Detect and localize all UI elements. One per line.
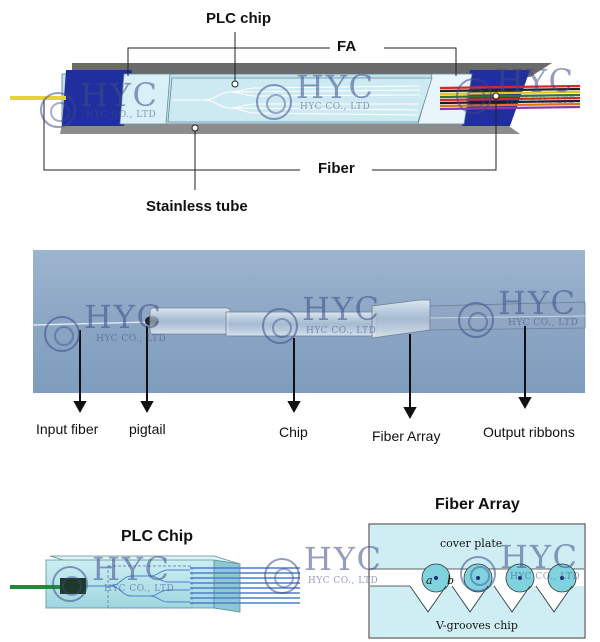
chip-label: Chip [279, 424, 308, 440]
hyc-wordmark: HYC [80, 76, 159, 114]
hyc-company: HYC CO., LTD [96, 334, 167, 344]
fiber-label: Fiber [318, 160, 355, 177]
hyc-company: HYC CO., LTD [306, 326, 377, 336]
hyc-logo-icon [456, 78, 492, 114]
v-grooves-chip-label: V-grooves chip [436, 619, 518, 632]
stainless-plate [60, 124, 520, 134]
output-ribbons-label: Output ribbons [483, 424, 575, 440]
pigtail-label: pigtail [129, 421, 166, 437]
hyc-wordmark: HYC [92, 550, 171, 588]
hyc-logo-icon [262, 308, 298, 344]
hyc-company: HYC CO., LTD [86, 110, 157, 120]
hyc-wordmark: HYC [500, 538, 579, 576]
hyc-logo-icon [264, 558, 300, 594]
plc-chip-label: PLC chip [206, 10, 272, 27]
label-a: a [426, 574, 433, 587]
cover-plate-label: cover plate [440, 537, 503, 550]
hyc-logo-icon [256, 84, 292, 120]
plc-chip-3d [10, 555, 300, 613]
hyc-wordmark: HYC [296, 68, 375, 106]
top-plate-back [72, 63, 552, 77]
fiber-array-label: Fiber Array [372, 428, 441, 444]
hyc-company: HYC CO., LTD [300, 102, 371, 112]
plc-chip-title: PLC Chip [121, 528, 193, 545]
hyc-logo-icon [458, 302, 494, 338]
plc-chip-top [167, 77, 433, 123]
hyc-company: HYC CO., LTD [508, 318, 579, 328]
stainless-tube-label: Stainless tube [146, 198, 248, 215]
hyc-wordmark: HYC [496, 62, 575, 100]
hyc-logo-icon [44, 316, 80, 352]
hyc-company: HYC CO., LTD [104, 584, 175, 594]
hyc-logo-icon [40, 92, 76, 128]
hyc-company: HYC CO., LTD [308, 576, 379, 586]
label-b: b [447, 574, 455, 587]
input-fiber-label: Input fiber [36, 421, 99, 437]
hyc-logo-icon [460, 556, 496, 592]
left-fa-block [62, 70, 132, 126]
hyc-company: HYC CO., LTD [510, 572, 581, 582]
hyc-logo-icon [52, 566, 88, 602]
hyc-company: HYC CO., LTD [506, 96, 577, 106]
hyc-wordmark: HYC [302, 290, 381, 328]
fa-label: FA [337, 38, 357, 55]
hyc-wordmark: HYC [498, 284, 577, 322]
hyc-wordmark: HYC [304, 540, 383, 578]
hyc-wordmark: HYC [84, 298, 163, 336]
fiber-array-title: Fiber Array [435, 496, 520, 513]
